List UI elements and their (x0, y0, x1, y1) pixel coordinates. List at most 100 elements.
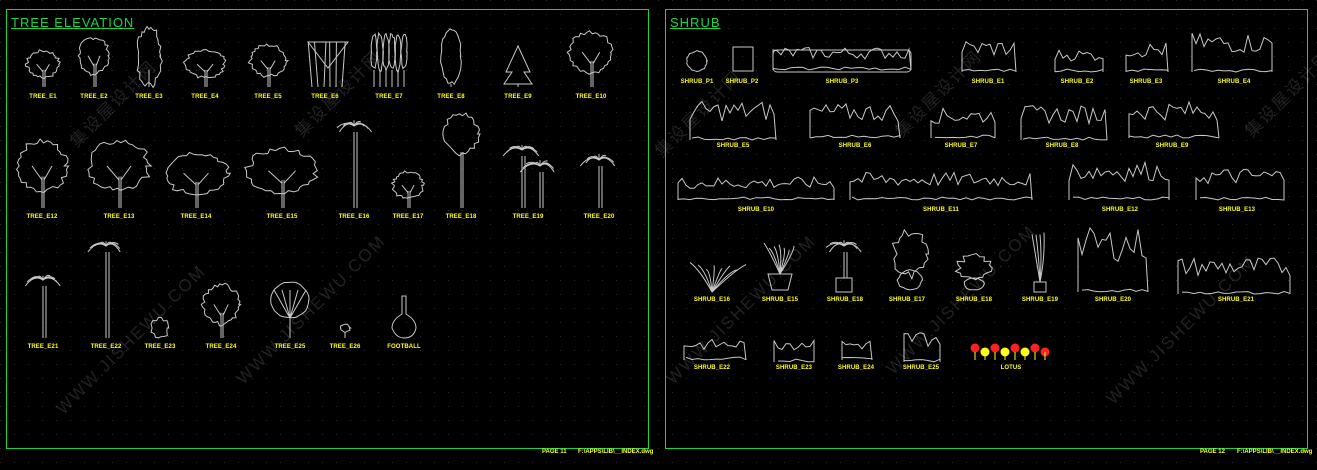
tree-e22-frond (105, 243, 121, 253)
tree-label: TREE_E5 (254, 94, 282, 100)
shrub-e16-leaf (711, 268, 723, 293)
shrub-e15-leaf (768, 247, 781, 275)
tree-elevation-frame (6, 9, 649, 449)
tree-e1-branch (44, 63, 50, 73)
tree-label: TREE_E10 (575, 94, 607, 100)
tree-label: TREE_E20 (583, 214, 615, 220)
shrub-label: SHRUB_E20 (1094, 297, 1132, 303)
shrub-e24 (841, 340, 873, 361)
tree-e13-canopy (87, 139, 153, 191)
tree-e20-frond (598, 157, 616, 167)
tree-label: TREE_E7 (375, 94, 403, 100)
tree-e23-shape (150, 316, 170, 339)
tree-e4-canopy (182, 49, 227, 79)
shrub-e18b-pot (963, 277, 986, 291)
shrub-e8 (1020, 105, 1108, 141)
shrub-e20 (1077, 226, 1149, 293)
tree-e21-frond (42, 277, 61, 287)
tree-e24-branch (222, 304, 229, 316)
tree-e17-branch (409, 184, 415, 194)
shrub-e18-plant-frond (829, 241, 845, 247)
tree-label: TREE_E19 (512, 214, 544, 220)
tree-label: TREE_E15 (266, 214, 298, 220)
tree-label: TREE_E25 (274, 344, 306, 350)
tree-label: TREE_E4 (191, 94, 219, 100)
shrub-label: SHRUB_E9 (1155, 143, 1189, 149)
tree-e12-branch (31, 165, 43, 181)
shrub-e5 (689, 100, 777, 141)
tree-e12-canopy (15, 138, 70, 194)
shrub-e16-leaf (689, 262, 713, 293)
tree-e25-branch (289, 289, 299, 319)
shrub-e15-leaf (763, 242, 781, 275)
shrub-label: SHRUB_E1 (971, 79, 1005, 85)
tree-label: TREE_E8 (437, 94, 465, 100)
shrub-e16-leaf (711, 265, 731, 293)
tree-e7-canopy (388, 32, 396, 69)
tree-e8-canopy (440, 28, 462, 86)
tree-label: TREE_E2 (80, 94, 108, 100)
tree-e14-branch (197, 172, 209, 186)
tree-e3-canopy (136, 25, 163, 89)
tree-label: TREE_E18 (445, 214, 477, 220)
tree-e16-frond (353, 123, 373, 133)
shrub-e19-leaf (1039, 232, 1045, 283)
shrub-label: SHRUB_E25 (902, 365, 940, 371)
tree-e10-canopy (566, 30, 614, 75)
tree-e24-branch (213, 304, 222, 316)
shrub-e18b-plant (954, 252, 993, 281)
shrub-label: SHRUB_E11 (923, 207, 959, 213)
shrub-label: SHRUB_E13 (1218, 207, 1256, 213)
tree-e25-branch (289, 289, 307, 319)
shrub-e1 (961, 41, 1017, 73)
shrub-label: SHRUB_E17 (888, 297, 926, 303)
shrub-label: SHRUB_E10 (737, 207, 775, 213)
shrub-label: SHRUB_P1 (680, 79, 714, 85)
tree-e4-branch (196, 63, 206, 73)
shrub-label: SHRUB_E7 (944, 143, 978, 149)
shrub-e22 (683, 338, 747, 361)
shrub-e16-leaf (705, 269, 713, 293)
tree-e25-branch (273, 289, 291, 319)
tree-e17-canopy (390, 170, 425, 199)
shrub-label: SHRUB_E8 (1045, 143, 1079, 149)
tree-label: TREE_E22 (90, 344, 122, 350)
tree-e14-canopy (165, 151, 232, 196)
tree-e18-canopy (442, 112, 481, 157)
tree-e15-canopy (244, 146, 319, 195)
tree-label: TREE_E13 (103, 214, 135, 220)
symbols-layer (15, 25, 1291, 363)
shrub-e16-leaf (711, 265, 715, 293)
tree-e1-branch (36, 63, 44, 73)
right-page-number: PAGE 12 (1200, 449, 1225, 455)
shrub-label: SHRUB_E15 (761, 297, 799, 303)
shrub-e15-pot (767, 273, 793, 291)
tree-e21-frond (36, 275, 44, 281)
left-file-path: F:\APPS\LIB\__INDEX.dwg (578, 449, 654, 455)
tree-e24-canopy (200, 282, 242, 327)
tree-e7-canopy (400, 33, 408, 70)
tree-e2-canopy (77, 37, 110, 77)
shrub-p2 (732, 46, 754, 72)
tree-e13-branch (120, 165, 132, 181)
shrub-p3 (772, 46, 912, 71)
football-shape (391, 295, 417, 339)
tree-e13-branch (106, 165, 120, 181)
shrub-e25 (903, 332, 941, 363)
tree-e25-branch (281, 289, 291, 319)
shrub-label: SHRUB_E22 (693, 365, 731, 371)
shrub-e10 (677, 176, 835, 201)
tree-e26-canopy (339, 323, 352, 334)
shrub-e16-leaf (711, 264, 747, 293)
shrub-e9 (1128, 100, 1220, 139)
tree-e2-branch (87, 55, 95, 67)
tree-e25-canopy (270, 281, 310, 319)
shrub-p1 (686, 49, 709, 73)
shrub-e15-leaf (779, 247, 785, 275)
tree-e14-branch (183, 172, 197, 186)
shrub-e4 (1191, 32, 1273, 73)
shrub-e7 (930, 107, 996, 139)
shrub-label: SHRUB_E2 (1060, 79, 1094, 85)
tree-e15-branch (283, 170, 296, 184)
